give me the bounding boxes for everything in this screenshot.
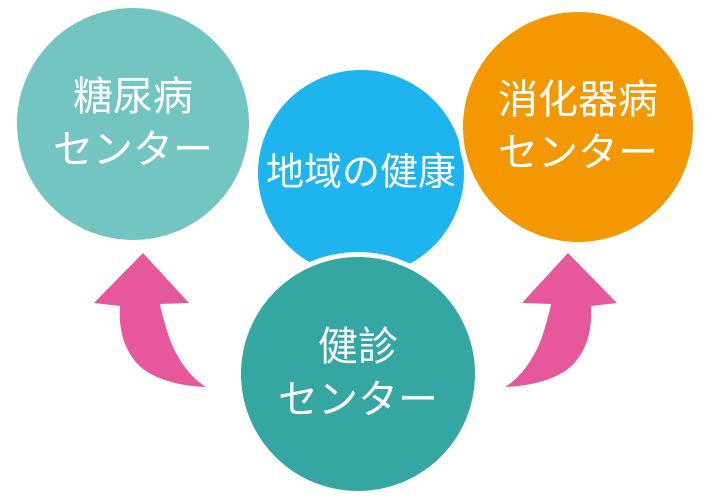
circle-health-checkup-center-label-line1: 健診 [318,324,398,370]
circle-community-health: 地域の健康 [258,70,464,276]
circle-health-checkup-center: 健診 センター [236,252,480,496]
circle-diabetes-center-label-line2: センター [53,127,213,173]
circle-health-checkup-center-label-line2: センター [278,377,438,423]
circle-digestive-disease-center-label-line2: センター [498,130,658,176]
curved-arrow-right-icon [502,250,620,390]
circle-diabetes-center-label-line1: 糖尿病 [73,74,193,120]
curved-arrow-left-icon [91,250,209,390]
circle-digestive-disease-center-label-line1: 消化器病 [498,77,658,123]
circle-digestive-disease-center: 消化器病 センター [458,7,698,247]
circle-diabetes-center: 糖尿病 センター [12,3,254,245]
circle-community-health-label: 地域の健康 [265,150,456,195]
